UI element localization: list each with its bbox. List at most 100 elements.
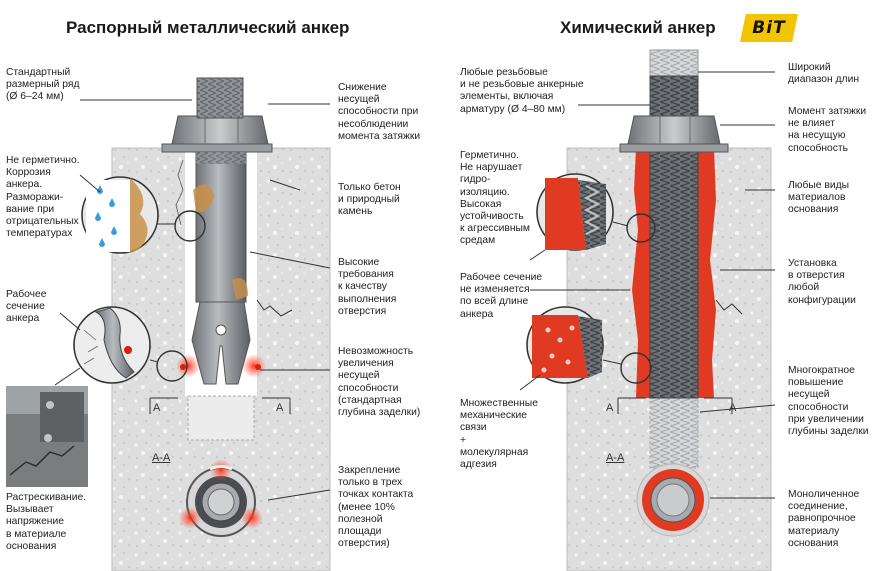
label-line: способности [338, 382, 399, 394]
label-line: Коррозия [6, 167, 51, 179]
label-line: требования [338, 269, 394, 281]
left-rust [193, 184, 214, 213]
right-washer [619, 143, 729, 153]
label-line: не влияет [788, 118, 835, 130]
right-zoom-bonds [526, 306, 652, 384]
label-line: несоблюдении [338, 118, 409, 130]
label-line: увеличения [338, 358, 394, 370]
label-line: анкера [460, 308, 494, 320]
label-line: несущей [338, 94, 380, 106]
label-line: гидро- [460, 174, 491, 186]
label-line: диапазон длин [788, 74, 860, 86]
label-line: камень [338, 206, 373, 218]
label-line: только в трех [338, 477, 403, 489]
label-line: Любые виды [788, 180, 849, 191]
label-line: к качеству [338, 281, 387, 293]
label-line: (менее 10% [338, 501, 395, 513]
label-line: основания [788, 204, 839, 216]
label-line: анкера. [6, 179, 43, 191]
label-line: Высокие [338, 257, 380, 268]
label-line: глубина заделки) [338, 407, 421, 419]
label-line: отрицательных [6, 216, 79, 228]
left-section-mark-a1: A [153, 402, 161, 414]
label-line: Множественные [460, 398, 538, 409]
right-section-mark-a1: A [606, 402, 614, 414]
label-line: (Ø 6–24 мм) [6, 91, 64, 103]
label-line: сечение [6, 301, 45, 313]
label-line: любой [788, 282, 820, 294]
left-zoom-frost [81, 176, 206, 254]
label-line: молекулярная [460, 446, 529, 458]
right-zoom-sealed [536, 173, 656, 251]
left-crack [256, 299, 293, 317]
label-line: Многократное [788, 365, 855, 376]
label-line: Стандартный [6, 67, 71, 78]
right-section-label: A-A [606, 452, 625, 464]
label-line: (стандартная [338, 394, 402, 406]
bit-logo: BiT [740, 14, 798, 42]
right-threaded-stud [649, 147, 699, 399]
label-line: механические [460, 410, 528, 422]
label-line: Вызывает [6, 504, 54, 516]
label-line: повышение [788, 377, 844, 389]
label-line: анкера [6, 313, 40, 325]
label-line: Невозможность [338, 346, 414, 357]
label-line: элементы, включая [460, 91, 554, 103]
label-line: Рабочее [6, 289, 47, 300]
label-line: и природный [338, 194, 400, 206]
left-expansion-cone [191, 301, 251, 385]
label-line: конфигурации [788, 294, 856, 306]
label-line: при увеличении [788, 413, 864, 425]
label-line: основания [788, 537, 839, 549]
label-line: Широкий [788, 62, 831, 73]
label-line: вание при [6, 203, 55, 215]
label-line: отверстия) [338, 538, 390, 550]
label-line: Не герметично. [6, 155, 80, 166]
label-line: несущей [338, 370, 380, 382]
label-line: выполнения [338, 293, 397, 305]
right-nut [627, 115, 721, 145]
label-line: отверстия [338, 305, 387, 317]
left-zoom-section [73, 306, 188, 384]
label-line: полезной [338, 513, 383, 525]
label-line: устойчивость [460, 211, 524, 223]
left-washer [161, 143, 273, 153]
label-line: точках контакта [338, 489, 414, 501]
label-line: в отверстия [788, 270, 845, 282]
right-section-mark-a2: A [729, 402, 737, 414]
label-line: Закрепление [338, 465, 401, 476]
left-threaded-stud [196, 77, 244, 119]
label-line: несущей [788, 389, 830, 401]
label-line: средам [460, 235, 496, 247]
label-line: способность [788, 142, 848, 154]
label-line: Момент затяжки [788, 106, 867, 117]
label-line: температурах [6, 228, 73, 240]
left-title: Распорный металлический анкер [66, 18, 350, 37]
label-line: Герметично. [460, 150, 519, 161]
label-line: не изменяется [460, 284, 530, 296]
label-line: Снижение [338, 82, 387, 93]
label-line: в материале [6, 528, 67, 540]
label-line: основания [6, 540, 57, 552]
label-line: изоляцию. [460, 186, 510, 198]
label-line: материалу [788, 525, 840, 537]
label-line: Растрескивание. [6, 492, 87, 503]
label-line: + [460, 434, 467, 446]
label-line: площади [338, 526, 382, 538]
right-title: Химический анкер [560, 18, 716, 37]
label-line: к агрессивным [460, 223, 530, 235]
